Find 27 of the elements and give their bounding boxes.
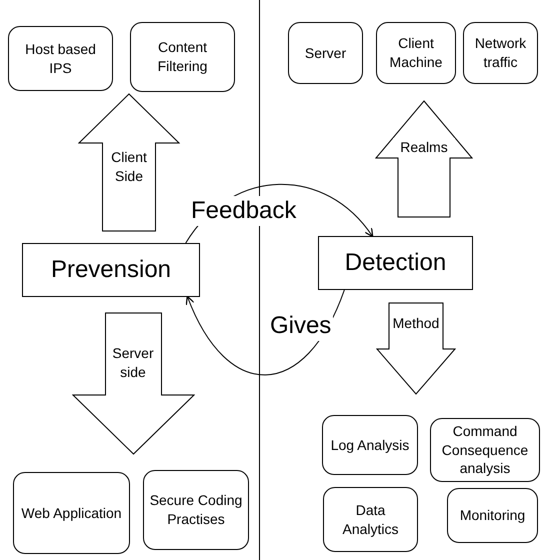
rounded-box [463, 22, 538, 84]
node-label: Content Filtering [156, 38, 208, 76]
node-label: Client Machine [388, 34, 444, 72]
rounded-box [13, 472, 130, 554]
rounded-box [447, 488, 538, 543]
node-label: Secure Coding Practises [148, 491, 244, 529]
node-label: Log Analysis [330, 436, 410, 454]
node-label: Prevension [50, 254, 172, 285]
rounded-box [430, 418, 540, 482]
rounded-box [322, 415, 418, 475]
node-label: Detection [344, 248, 446, 278]
rounded-box [376, 22, 456, 84]
process-box [22, 243, 200, 297]
node-label: Monitoring [460, 506, 526, 525]
process-box [318, 236, 473, 290]
node-label: Host based IPS [24, 40, 97, 78]
curved-arrow [186, 290, 345, 376]
node-label: Web Application [21, 504, 122, 522]
node-label: Server [304, 44, 346, 62]
node-label: Network traffic [474, 34, 528, 72]
rounded-box [8, 26, 113, 91]
node-label: Command Consequence analysis [440, 422, 530, 478]
rounded-box [143, 470, 249, 550]
node-label: Data Analytics [341, 500, 400, 538]
rounded-box [323, 487, 418, 552]
rounded-box [288, 22, 363, 84]
rounded-box [130, 22, 235, 92]
